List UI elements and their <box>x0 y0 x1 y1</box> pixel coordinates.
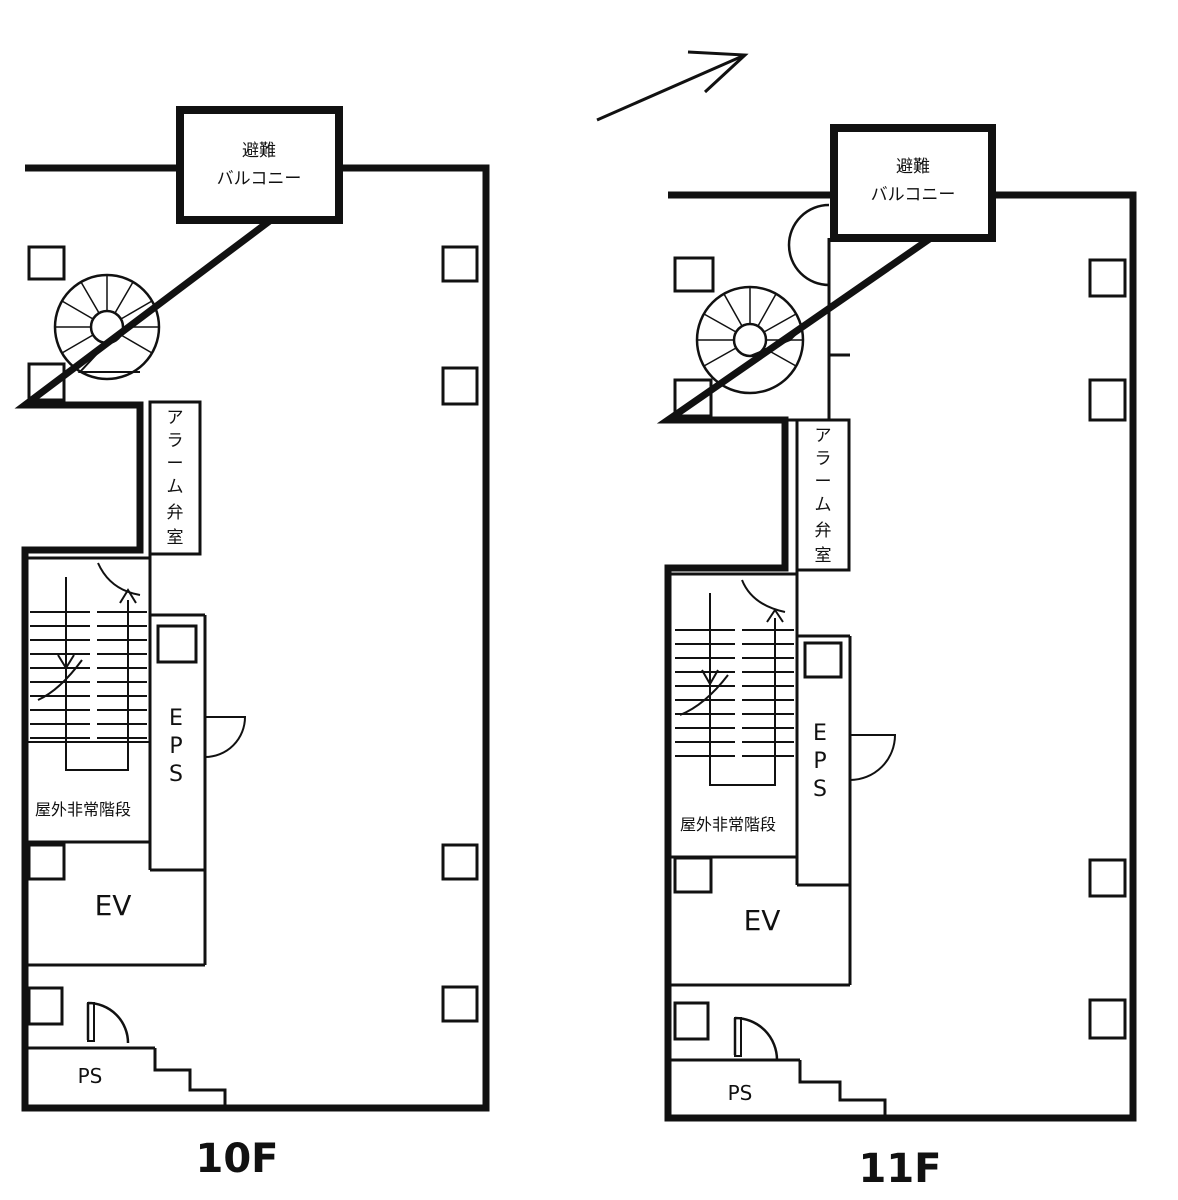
outdoor-emergency-stair <box>675 579 794 786</box>
outdoor-stair-label: 屋外非常階段 <box>680 815 776 834</box>
ps-door-leaf <box>87 1002 95 1042</box>
ps-door-leaf <box>734 1017 742 1057</box>
spiral-staircase <box>53 273 161 381</box>
floor-plan-11f: 避難 バルコニー <box>656 124 1137 1192</box>
svg-text:ラ: ラ <box>167 431 184 451</box>
structural-columns <box>27 245 479 1026</box>
elevator-label: EV <box>95 889 132 922</box>
svg-text:ア: ア <box>815 426 832 446</box>
pipe-shaft-label: PS <box>728 1081 753 1105</box>
svg-text:S: S <box>813 777 827 802</box>
floor-label-10f: 10F <box>196 1136 279 1182</box>
svg-text:P: P <box>169 734 182 759</box>
structural-columns <box>673 256 1127 1041</box>
elevator-label: EV <box>744 904 781 937</box>
outer-wall <box>656 191 1137 1122</box>
spiral-staircase <box>695 285 805 395</box>
svg-text:S: S <box>169 762 183 787</box>
svg-text:P: P <box>813 749 826 774</box>
eps-label: E P S <box>813 721 827 802</box>
outdoor-stair-label: 屋外非常階段 <box>35 800 131 819</box>
svg-text:E: E <box>169 706 183 731</box>
evacuation-balcony <box>176 106 343 224</box>
core-walls <box>668 570 887 1115</box>
alarm-valve-room-label: ア ラ ー ム 弁 室 <box>167 408 184 548</box>
outdoor-emergency-stair <box>28 562 150 771</box>
outer-wall <box>14 164 490 1112</box>
balcony-label-line1: 避難 <box>896 157 930 177</box>
eps-label: E P S <box>169 706 183 787</box>
pipe-shaft-label: PS <box>78 1064 103 1088</box>
svg-text:室: 室 <box>815 546 832 566</box>
svg-text:ー: ー <box>815 472 832 492</box>
svg-text:ム: ム <box>167 477 184 497</box>
floor-label-11f: 11F <box>859 1146 942 1192</box>
alarm-valve-room <box>148 400 202 556</box>
evacuation-balcony <box>830 124 996 242</box>
eps-shaft-box <box>156 624 198 664</box>
svg-text:弁: 弁 <box>815 521 832 541</box>
balcony-label-line1: 避難 <box>242 141 276 161</box>
svg-text:ム: ム <box>815 495 832 515</box>
balcony-label-line2: バルコニー <box>217 169 302 189</box>
eps-door <box>204 716 247 758</box>
svg-text:E: E <box>813 721 827 746</box>
svg-text:ラ: ラ <box>815 449 832 469</box>
eps-shaft-box <box>803 641 843 679</box>
core-walls <box>25 554 227 1105</box>
eps-door <box>849 734 897 781</box>
balcony-door <box>787 203 830 287</box>
floor-plan-10f: 避難 バルコニー <box>14 106 490 1182</box>
alarm-valve-room-label: ア ラ ー ム 弁 室 <box>815 426 832 566</box>
north-arrow-icon <box>596 50 749 122</box>
alarm-valve-room <box>795 418 851 572</box>
svg-text:弁: 弁 <box>167 503 184 523</box>
svg-text:ー: ー <box>167 454 184 474</box>
balcony-label-line2: バルコニー <box>871 185 956 205</box>
svg-text:ア: ア <box>167 408 184 428</box>
svg-text:室: 室 <box>167 528 184 548</box>
